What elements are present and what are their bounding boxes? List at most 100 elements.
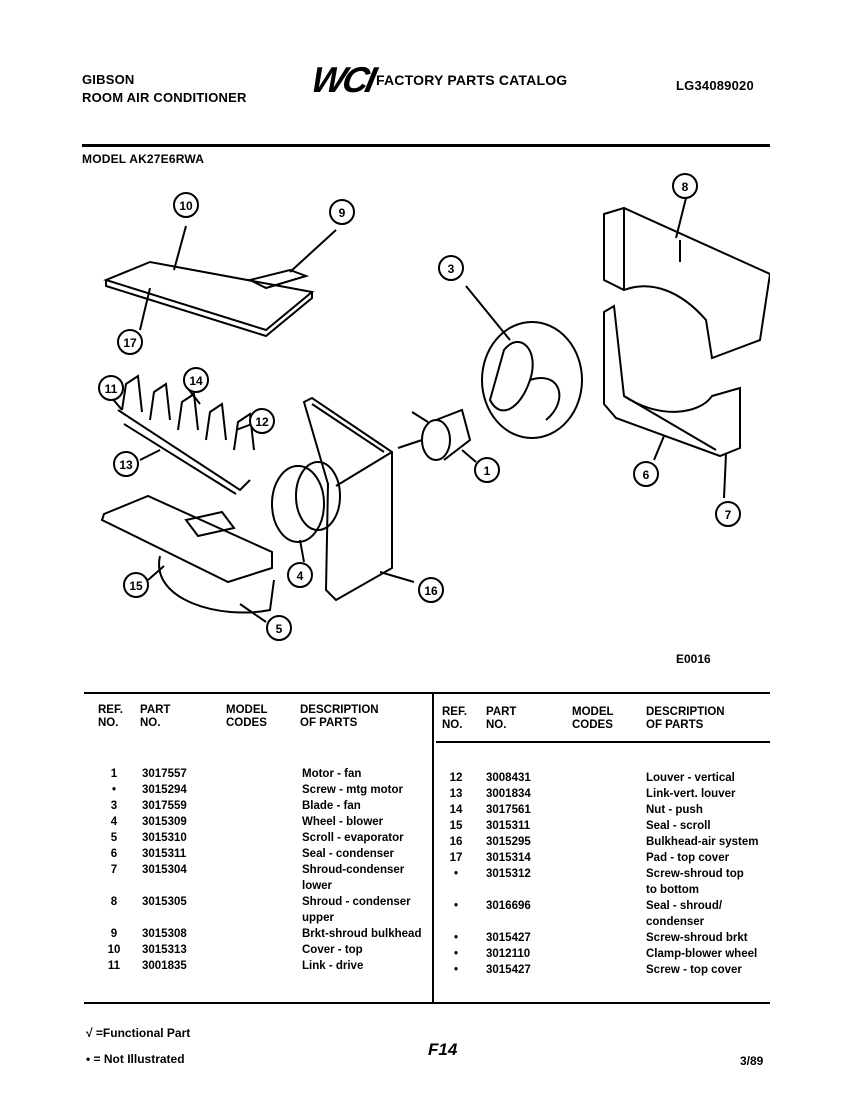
callout-3 bbox=[438, 255, 464, 281]
part-bracket bbox=[247, 268, 310, 290]
part-ref-no: 12 bbox=[449, 772, 463, 784]
part-description-cont: condenser bbox=[646, 916, 705, 928]
part-ref-no: 16 bbox=[449, 836, 463, 848]
legend-functional-part: √ =Functional Part bbox=[86, 1026, 191, 1040]
table-bottom-rule bbox=[84, 1002, 770, 1004]
callout-16 bbox=[418, 577, 444, 603]
part-description: Shroud - condenser bbox=[302, 896, 411, 908]
part-description: Seal - shroud/ bbox=[646, 900, 723, 912]
part-description-cont: lower bbox=[302, 880, 333, 892]
part-description: Blade - fan bbox=[302, 800, 361, 812]
part-description: Cover - top bbox=[302, 944, 363, 956]
part-ref-no: 7 bbox=[110, 864, 118, 876]
part-number: 3015311 bbox=[142, 848, 187, 860]
callout-label-4: 4 bbox=[297, 569, 304, 583]
part-number: 3015295 bbox=[486, 836, 531, 848]
part-number: 3015309 bbox=[142, 816, 187, 828]
part-description: Screw - mtg motor bbox=[302, 784, 403, 796]
callout-label-10: 10 bbox=[179, 199, 193, 213]
part-description: Scroll - evaporator bbox=[302, 832, 404, 844]
part-number: 3015310 bbox=[142, 832, 187, 844]
part-description: Link-vert. louver bbox=[646, 788, 736, 800]
part-blower-wheel bbox=[271, 461, 341, 563]
brand-name: GIBSON bbox=[82, 72, 135, 87]
part-number: 3016696 bbox=[486, 900, 531, 912]
callout-label-15: 15 bbox=[129, 579, 143, 593]
part-louver-assembly bbox=[117, 374, 255, 495]
part-ref-no: • bbox=[453, 900, 459, 912]
table-divider bbox=[432, 692, 434, 1004]
part-ref-no: 8 bbox=[110, 896, 118, 908]
callout-1 bbox=[474, 457, 500, 483]
callout-label-7: 7 bbox=[725, 508, 732, 522]
part-ref-no: 10 bbox=[107, 944, 121, 956]
part-description: Clamp-blower wheel bbox=[646, 948, 758, 960]
part-ref-no: • bbox=[453, 948, 459, 960]
part-description: Screw-shroud brkt bbox=[646, 932, 748, 944]
part-ref-no: 9 bbox=[110, 928, 118, 940]
catalog-number: LG34089020 bbox=[676, 78, 754, 93]
wci-logo: WCI bbox=[307, 59, 378, 100]
callout-17 bbox=[117, 329, 143, 355]
callout-6 bbox=[633, 461, 659, 487]
part-ref-no: 15 bbox=[449, 820, 463, 832]
part-ref-no: 6 bbox=[110, 848, 118, 860]
callout-label-16: 16 bbox=[424, 584, 438, 598]
part-upper-shroud bbox=[603, 197, 770, 360]
part-ref-no: • bbox=[453, 932, 459, 944]
callout-label-9: 9 bbox=[339, 206, 346, 220]
callout-label-12: 12 bbox=[255, 415, 269, 429]
callout-11 bbox=[98, 375, 124, 401]
part-ref-no: 1 bbox=[110, 768, 118, 780]
part-ref-no: 5 bbox=[110, 832, 118, 844]
part-ref-no: 14 bbox=[449, 804, 463, 816]
callout-4 bbox=[287, 562, 313, 588]
part-ref-no: • bbox=[453, 868, 459, 880]
callout-label-3: 3 bbox=[448, 262, 455, 276]
product-type: ROOM AIR CONDITIONER bbox=[82, 90, 247, 105]
part-number: 3001835 bbox=[142, 960, 187, 972]
callout-label-6: 6 bbox=[643, 468, 650, 482]
part-number: 3008431 bbox=[486, 772, 531, 784]
part-number: 3015427 bbox=[486, 932, 531, 944]
part-number: 3015313 bbox=[142, 944, 187, 956]
part-ref-no: 11 bbox=[107, 960, 121, 972]
part-description-cont: upper bbox=[302, 912, 334, 924]
part-fan-motor bbox=[397, 408, 477, 463]
part-description: Motor - fan bbox=[302, 768, 362, 780]
print-date: 3/89 bbox=[740, 1054, 764, 1068]
legend-not-illustrated: • = Not Illustrated bbox=[86, 1052, 185, 1066]
part-number: 3001834 bbox=[486, 788, 531, 800]
part-number: 3015308 bbox=[142, 928, 187, 940]
exploded-parts-diagram: 10 9 8 3 17 11 14 12 13 1 6 7 4 15 16 5 bbox=[98, 173, 770, 641]
page-code: F14 bbox=[428, 1040, 458, 1059]
callout-label-11: 11 bbox=[105, 382, 118, 396]
callout-label-14: 14 bbox=[189, 374, 203, 388]
part-number: 3015427 bbox=[486, 964, 531, 976]
table-top-rule bbox=[84, 692, 770, 694]
part-description: Nut - push bbox=[646, 804, 703, 816]
callout-label-1: 1 bbox=[484, 464, 491, 478]
part-number: 3015314 bbox=[486, 852, 531, 864]
part-number: 3015294 bbox=[142, 784, 187, 796]
part-description: Screw-shroud top bbox=[646, 868, 744, 880]
part-description: Wheel - blower bbox=[302, 816, 384, 828]
part-number: 3017561 bbox=[486, 804, 531, 816]
part-ref-no: 4 bbox=[110, 816, 118, 828]
part-description: Bulkhead-air system bbox=[646, 836, 759, 848]
part-description: Screw - top cover bbox=[646, 964, 742, 976]
part-description: Louver - vertical bbox=[646, 772, 735, 784]
part-lower-shroud bbox=[603, 304, 741, 499]
part-ref-no: 13 bbox=[449, 788, 463, 800]
part-ref-no: • bbox=[453, 964, 459, 976]
part-evaporator-scroll bbox=[100, 494, 275, 614]
part-description: Brkt-shroud bulkhead bbox=[302, 928, 422, 940]
header-ref-left: REF.NO. bbox=[98, 704, 123, 729]
figure-code: E0016 bbox=[676, 652, 711, 666]
callout-14 bbox=[183, 367, 209, 393]
part-description: Seal - condenser bbox=[302, 848, 395, 860]
